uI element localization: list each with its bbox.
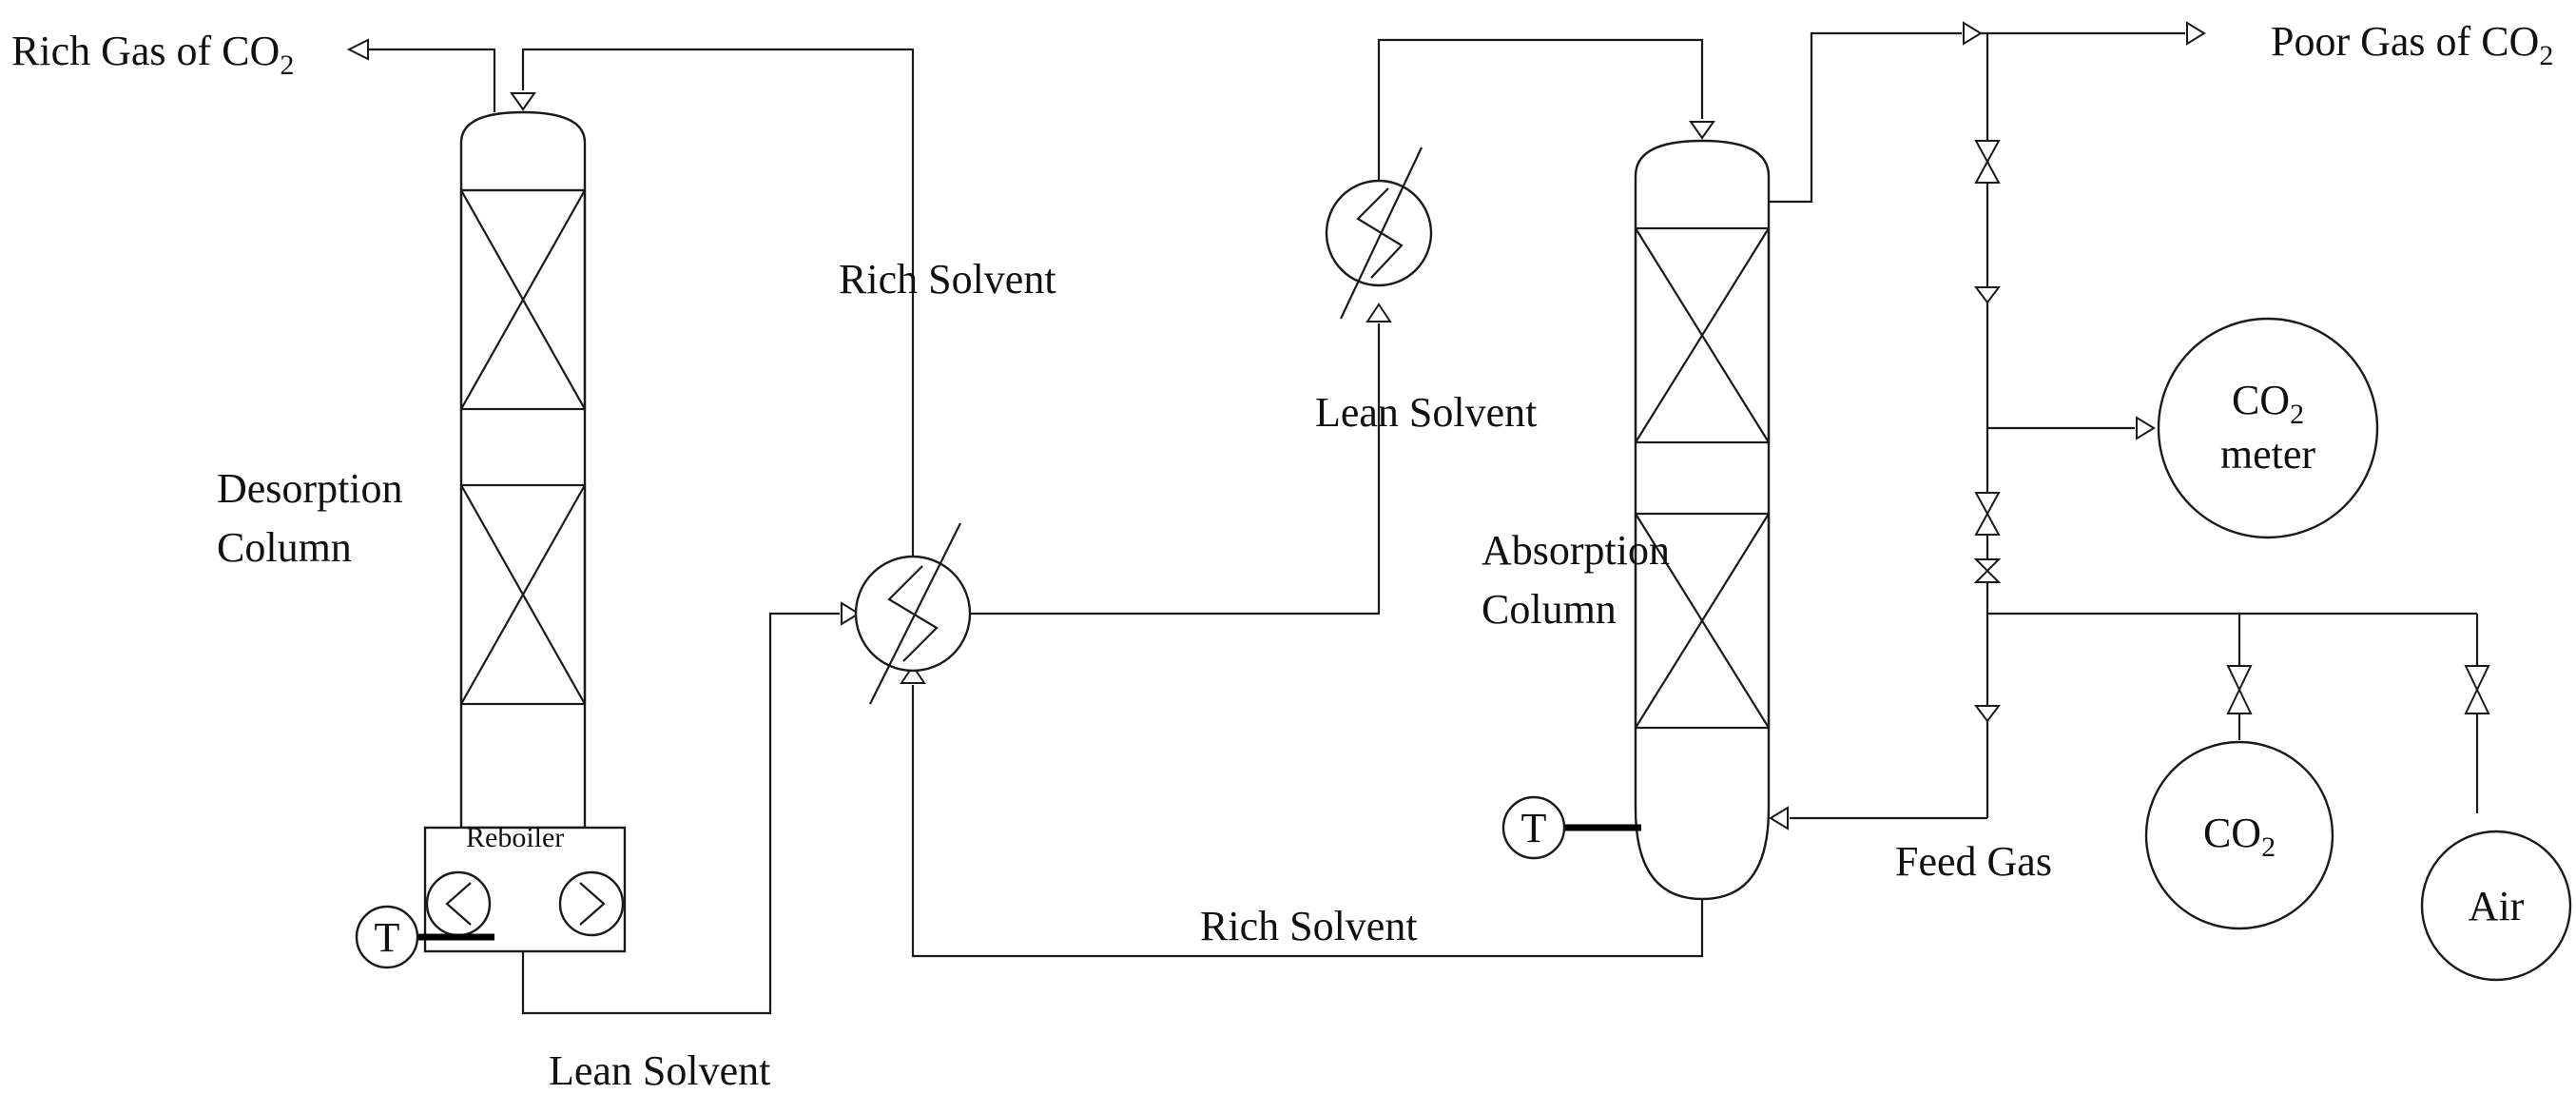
rich-solvent-return-line xyxy=(911,685,1704,958)
co2-meter-label-line2: meter xyxy=(2220,431,2316,478)
temperature-sensor-left xyxy=(355,905,494,969)
co2-cylinder-label: CO2 xyxy=(2203,810,2276,863)
rich-gas-label: Rich Gas of CO2 xyxy=(11,28,294,81)
lean-solvent-absorber-feed xyxy=(1377,38,1704,181)
poor-gas-line xyxy=(1769,31,1962,204)
reboiler-heater-right xyxy=(558,870,625,937)
lean-solvent-line xyxy=(521,612,840,1015)
poor-gas-label: Poor Gas of CO2 xyxy=(2271,18,2553,71)
lean-solvent-top-label: Lean Solvent xyxy=(1315,389,1537,436)
reboiler-heater-left xyxy=(425,870,492,937)
lean-solvent-bottom-label: Lean Solvent xyxy=(549,1047,770,1094)
feed-gas-label: Feed Gas xyxy=(1895,838,2052,885)
air-supply-valve xyxy=(2464,665,2490,714)
air-label: Air xyxy=(2469,883,2525,929)
temperature-sensor-right xyxy=(1501,795,1641,860)
temp-right-label: T xyxy=(1521,805,1547,851)
desorption-label-line2: Column xyxy=(217,524,352,571)
lean-solvent-cooler-line xyxy=(970,323,1381,616)
rich-solvent-feed-line xyxy=(521,48,915,582)
rich-solvent-bottom-label: Rich Solvent xyxy=(1200,903,1418,949)
co2-meter-label-line1: CO2 xyxy=(2232,377,2304,430)
absorption-label-line2: Column xyxy=(1482,586,1617,633)
desorption-label-line1: Desorption xyxy=(217,465,403,512)
co2-meter xyxy=(2157,317,2379,539)
reboiler xyxy=(423,826,627,953)
manifold-valve-middle xyxy=(1974,492,2001,536)
rich-solvent-top-label: Rich Solvent xyxy=(839,256,1056,303)
rich-gas-arrow xyxy=(346,38,369,61)
absorption-label-line1: Absorption xyxy=(1482,527,1670,574)
reboiler-label: Reboiler xyxy=(466,822,564,853)
poor-gas-arrow xyxy=(2186,21,2206,46)
lean-solvent-cooler xyxy=(1325,147,1433,320)
air-supply xyxy=(2420,830,2572,982)
temp-left-label: T xyxy=(375,914,400,961)
co2-cylinder xyxy=(2144,740,2334,930)
manifold-valve-lower xyxy=(1973,558,2002,583)
absorption-column xyxy=(1634,139,1771,901)
desorption-column xyxy=(459,110,587,830)
rich-gas-line xyxy=(366,48,496,112)
manifold-valve-top xyxy=(1974,140,2001,184)
co2-supply-valve xyxy=(2226,665,2253,714)
